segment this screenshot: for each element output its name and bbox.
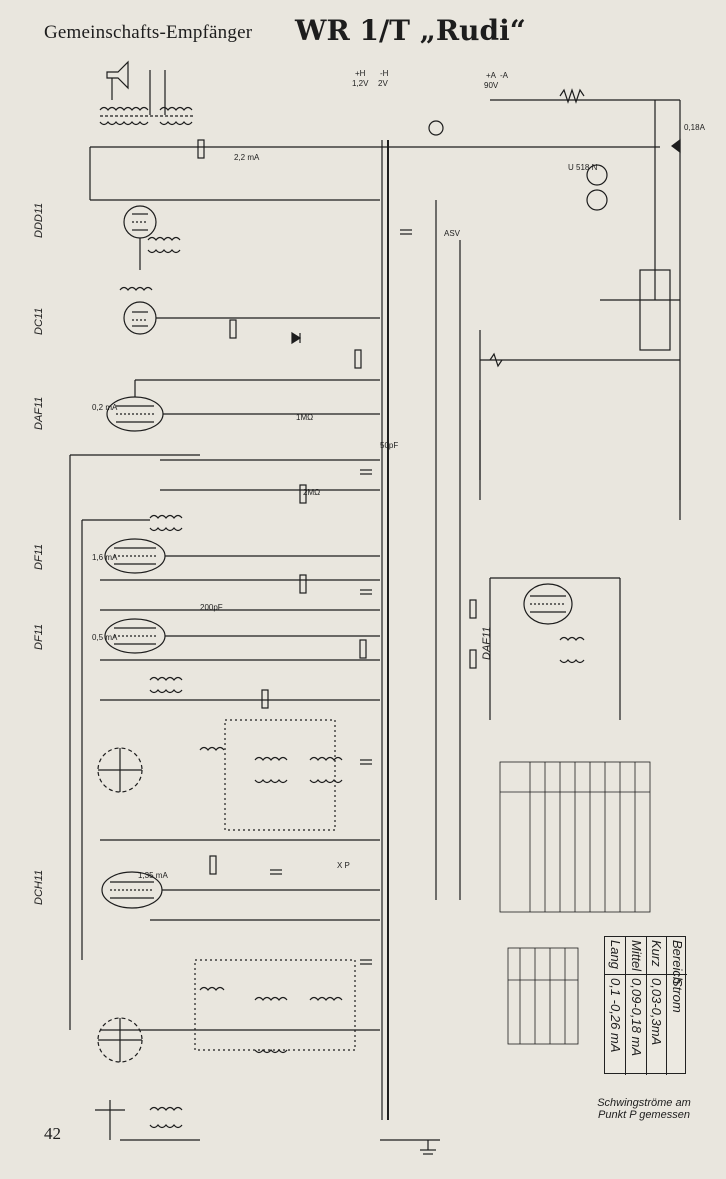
supply-label-90v: 90V	[484, 81, 499, 90]
current-0-2ma: 0,2 mA	[92, 403, 118, 412]
table-header-strom: Strom	[666, 975, 687, 1075]
supply-label-plus-h: +H	[355, 69, 366, 78]
tube-label-df11-b: DF11	[33, 624, 45, 650]
tube-label-daf11-a: DAF11	[33, 397, 45, 430]
cap-50pf-label: 50pF	[380, 441, 398, 450]
table-cell-range: Mittel	[625, 937, 646, 975]
cap-200pf-label: 200pF	[200, 603, 223, 612]
table-cell-current: 0,03-0,3mA	[646, 975, 667, 1075]
fuse-label: 0,18A	[684, 123, 706, 132]
current-2-2ma: 2,2 mA	[234, 153, 260, 162]
table-cell-current: 0,09-0,18 mA	[625, 975, 646, 1075]
supply-label-minus-a: -A	[500, 71, 509, 80]
model-title: WR 1/T „Rudi“	[295, 14, 526, 47]
table-cell-current: 0,1 -0,26 mA	[607, 978, 623, 1053]
supply-label-2v: 2V	[378, 79, 388, 88]
tube-label-daf11-b: DAF11	[481, 627, 493, 660]
res-2m-label: 2MΩ	[303, 488, 320, 497]
current-1-35ma: 1,35 mA	[138, 871, 168, 880]
current-0-5ma: 0,5 mA	[92, 633, 118, 642]
supply-label-minus-h: -H	[380, 69, 389, 78]
table-header-bereich: Bereich	[666, 937, 687, 984]
point-p-label: X P	[337, 861, 350, 870]
current-1-6ma: 1,6 mA	[92, 553, 118, 562]
tube-label-df11-a: DF11	[33, 544, 45, 570]
supply-label-1v2: 1,2V	[352, 79, 369, 88]
receiver-title: Gemeinschafts-Empfänger	[44, 22, 253, 43]
schwingstrom-table: Bereich Strom Kurz 0,03-0,3mA Mittel 0,0…	[604, 936, 687, 1075]
page-number: 42	[44, 1124, 61, 1143]
tube-label-dch11: DCH11	[33, 870, 45, 905]
table-cell-range: Lang	[605, 937, 626, 975]
tube-label-ddd11: DDD11	[33, 203, 45, 238]
measurement-note: Schwingströme am Punkt P gemessen	[597, 1097, 691, 1121]
res-1m-label: 1MΩ	[296, 413, 313, 422]
table-cell-range: Kurz	[646, 937, 667, 975]
tube-label-dc11: DC11	[33, 308, 45, 335]
supply-label-plus-a: +A	[486, 71, 497, 80]
rectifier-label: U 518 N	[568, 163, 598, 172]
asv-label: ASV	[444, 229, 461, 238]
